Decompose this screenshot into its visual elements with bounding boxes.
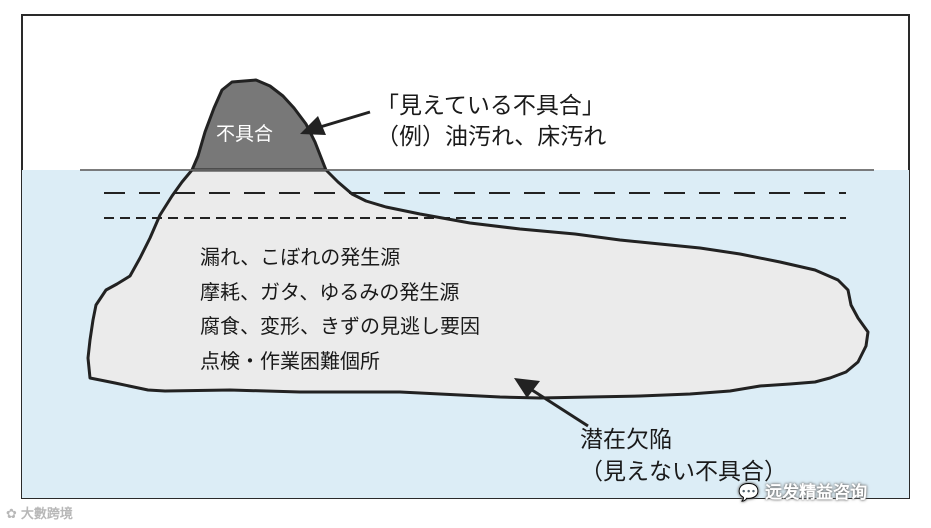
list-item: 腐食、変形、きずの見逃し要因 — [200, 314, 480, 338]
latent-defects-subtitle: （見えない不具合） — [580, 459, 787, 485]
list-item: 摩耗、ガタ、ゆるみの発生源 — [200, 279, 460, 304]
latent-arrow-shaft — [531, 388, 589, 428]
iceberg-tip — [190, 78, 328, 172]
list-item: 点検・作業困難個所 — [200, 348, 380, 373]
watermark-right: 💬远发精益咨询 — [738, 483, 868, 503]
wechat-icon: 💬 — [738, 483, 760, 503]
visible-arrow-head — [300, 116, 326, 135]
latent-defects-title: 潜在欠陥 — [580, 427, 672, 453]
visible-defects-title: 「見えている不具合」 — [376, 93, 605, 119]
hidden-causes-list: 漏れ、こぼれの発生源 摩耗、ガタ、ゆるみの発生源 腐食、変形、きずの見逃し要因 … — [200, 240, 480, 378]
iceberg-submerged — [86, 168, 870, 400]
visible-arrow-shaft — [319, 110, 371, 129]
latent-arrow-head — [514, 378, 540, 398]
watermark-left: ✿大數跨境 — [6, 507, 73, 522]
list-item: 漏れ、こぼれの発生源 — [200, 245, 401, 269]
iceberg-tip-label: 不具合 — [216, 123, 274, 145]
watermark-logo-icon: ✿ — [6, 507, 17, 522]
visible-defects-example: （例）油汚れ、床汚れ — [376, 124, 607, 150]
